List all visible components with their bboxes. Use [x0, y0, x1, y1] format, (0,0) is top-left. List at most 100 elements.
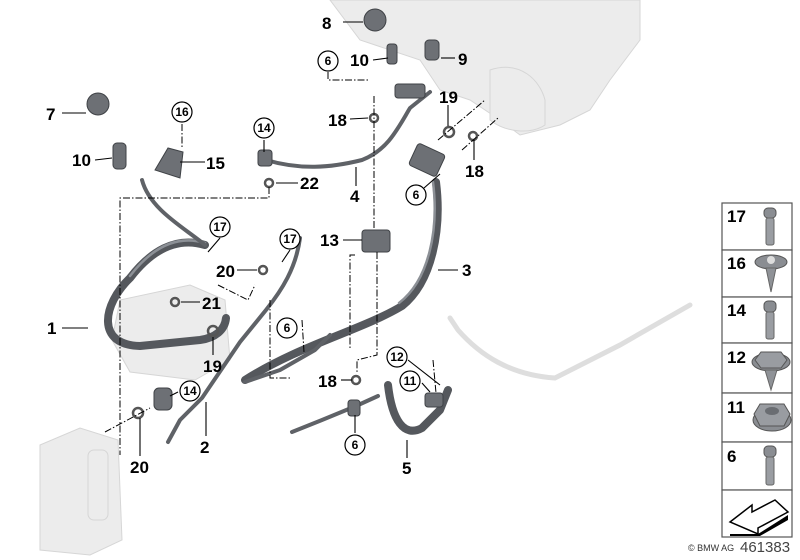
seal-ring-18c — [350, 374, 362, 386]
svg-text:6: 6 — [352, 438, 359, 452]
condenser-pipe-ghost — [447, 302, 693, 381]
callout-21: 21 — [202, 294, 221, 313]
circled-callout-16: 16 — [171, 101, 193, 123]
cap-7-icon — [86, 92, 110, 116]
compressor-ghost — [111, 284, 231, 381]
callout-15: 15 — [206, 154, 225, 173]
seal-ring-20a — [257, 264, 269, 276]
assembly-line — [356, 252, 378, 372]
svg-text:11: 11 — [404, 374, 417, 388]
seal-ring-20b — [131, 406, 145, 420]
arrow-icon — [728, 499, 790, 536]
svg-text:6: 6 — [413, 188, 420, 202]
valve-core-10-left — [112, 142, 127, 170]
svg-text:17: 17 — [283, 232, 297, 246]
circled-callout-6: 6 — [276, 317, 298, 339]
hose-4 — [264, 90, 432, 169]
callout-9: 9 — [458, 50, 467, 69]
bracket-15 — [154, 147, 184, 179]
hose-5 — [384, 381, 452, 435]
circled-callout-6: 6 — [317, 50, 339, 72]
leader-lines — [62, 21, 475, 458]
callout-4: 4 — [350, 187, 360, 206]
circled-callout-17: 17 — [209, 216, 231, 238]
callout-18: 18 — [465, 162, 484, 181]
circled-callout-14: 14 — [253, 117, 275, 139]
svg-text:12: 12 — [390, 350, 404, 364]
connector-6-block — [408, 143, 446, 177]
callout-19: 19 — [439, 88, 458, 107]
part-label-16: 16 — [727, 254, 746, 273]
svg-text:6: 6 — [325, 54, 332, 68]
circled-callout-6: 6 — [344, 434, 366, 456]
callout-10: 10 — [72, 151, 91, 170]
washer-screw-icon — [754, 254, 788, 293]
callout-19: 19 — [203, 357, 222, 376]
part-box-17 — [721, 202, 793, 251]
part-label-14: 14 — [727, 301, 746, 320]
part-label-11: 11 — [727, 398, 745, 417]
copyright-text: © BMW AG — [688, 543, 734, 553]
pressure-sensor-9 — [424, 39, 440, 61]
part-box-14 — [721, 296, 793, 344]
callout-20: 20 — [216, 262, 235, 281]
expansion-valve-13 — [361, 229, 391, 253]
assembly-line — [269, 300, 290, 379]
circled-callout-17: 17 — [279, 228, 301, 250]
callout-13: 13 — [320, 231, 339, 250]
assembly-line — [119, 187, 270, 455]
svg-text:17: 17 — [213, 220, 227, 234]
part-label-6: 6 — [727, 447, 736, 466]
hose-upper-left — [140, 178, 207, 247]
flange-nut-icon — [752, 403, 792, 432]
svg-text:14: 14 — [257, 121, 271, 135]
callout-2: 2 — [200, 438, 209, 457]
assembly-line — [461, 117, 499, 151]
assembly-line — [437, 99, 486, 141]
seal-ring-18b — [467, 130, 479, 142]
svg-text:14: 14 — [183, 384, 197, 398]
callout-22: 22 — [300, 174, 319, 193]
connector-6-lower — [347, 399, 361, 417]
circled-callout-14: 14 — [179, 380, 201, 402]
hex-collar-screw-icon — [751, 351, 791, 392]
callout-20: 20 — [130, 458, 149, 477]
assembly-line — [217, 284, 256, 301]
callout-5: 5 — [402, 459, 411, 478]
assembly-line — [349, 254, 355, 350]
connector-top — [394, 83, 426, 99]
part-label-12: 12 — [727, 348, 746, 367]
lower-pipe — [243, 333, 332, 384]
assembly-line — [301, 319, 305, 353]
callout-7: 7 — [46, 105, 55, 124]
seal-ring-19b — [206, 324, 220, 338]
torx-bolt-icon — [763, 445, 777, 486]
assembly-line — [432, 359, 437, 394]
assembly-line — [104, 407, 151, 433]
torx-bolt-icon — [763, 300, 777, 340]
parts-panel: 17 16 14 12 11 6 — [721, 202, 793, 538]
circled-callout-12: 12 — [386, 346, 408, 368]
assembly-line — [327, 72, 368, 81]
callout-1: 1 — [47, 319, 56, 338]
callout-8: 8 — [322, 14, 331, 33]
hose-2 — [166, 236, 302, 444]
seal-ring-19a — [442, 125, 456, 139]
part-label-17: 17 — [727, 207, 746, 226]
torx-bolt-icon — [763, 207, 777, 246]
svg-text:16: 16 — [175, 105, 189, 119]
circled-callout-11: 11 — [399, 370, 421, 392]
callout-3: 3 — [462, 261, 471, 280]
seal-ring-21 — [169, 296, 181, 308]
callout-18: 18 — [318, 372, 337, 391]
callout-10: 10 — [350, 51, 369, 70]
hose-3 — [241, 178, 442, 384]
connector-11-block — [424, 392, 444, 408]
seal-ring-22 — [263, 177, 275, 189]
cap-8-icon — [363, 8, 387, 32]
svg-text:6: 6 — [284, 321, 291, 335]
receiver-dryer-ghost — [39, 427, 123, 556]
callout-18: 18 — [328, 111, 347, 130]
lower-manifold-line — [290, 394, 380, 434]
